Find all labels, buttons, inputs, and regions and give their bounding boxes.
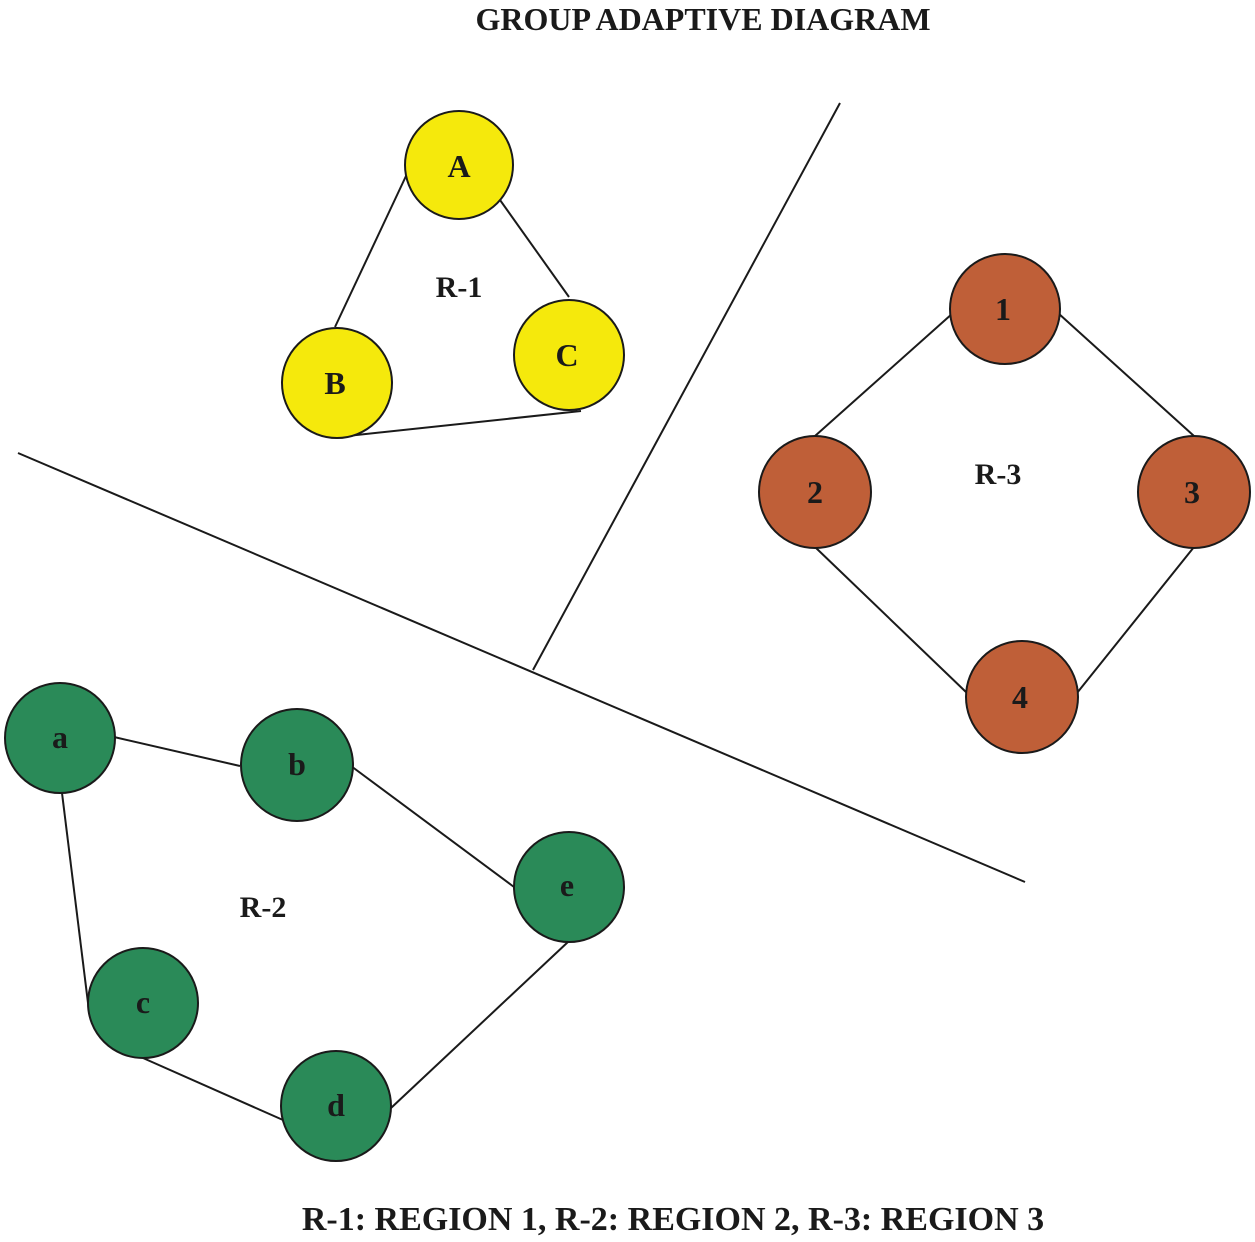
diagram-title: GROUP ADAPTIVE DIAGRAM bbox=[475, 1, 930, 37]
node-3-circle bbox=[1137, 435, 1251, 549]
node-2-label: 2 bbox=[807, 474, 823, 510]
region-3-edges bbox=[814, 312, 1195, 694]
node-c: c bbox=[87, 947, 199, 1059]
node-1-circle bbox=[949, 253, 1061, 365]
node-b: b bbox=[240, 708, 354, 822]
node-e-label: e bbox=[560, 867, 574, 903]
node-C: C bbox=[513, 299, 625, 411]
edge-B-C bbox=[337, 410, 582, 438]
node-4-label: 4 bbox=[1012, 679, 1028, 715]
region-divider-line-2 bbox=[17, 452, 1026, 883]
node-B: B bbox=[281, 327, 393, 439]
edge-A-B bbox=[334, 175, 407, 328]
region-legend: R-1: REGION 1, R-2: REGION 2, R-3: REGIO… bbox=[302, 1201, 1044, 1238]
region-2-label: R-2 bbox=[240, 891, 287, 924]
node-c-label: c bbox=[136, 984, 150, 1020]
node-4-circle bbox=[965, 640, 1079, 754]
edge-1-2 bbox=[814, 312, 954, 437]
edge-a-c bbox=[61, 792, 89, 1004]
node-d: d bbox=[280, 1050, 392, 1162]
edge-c-d bbox=[142, 1057, 284, 1121]
node-1: 1 bbox=[949, 253, 1061, 365]
node-2-circle bbox=[758, 435, 872, 549]
node-a-label: a bbox=[52, 719, 68, 755]
node-e: e bbox=[513, 831, 625, 943]
node-C-label: C bbox=[555, 337, 578, 373]
node-C-circle bbox=[513, 299, 625, 411]
node-d-circle bbox=[280, 1050, 392, 1162]
region-1-label: R-1 bbox=[436, 271, 483, 304]
node-b-circle bbox=[240, 708, 354, 822]
node-B-label: B bbox=[324, 365, 345, 401]
region-2-nodes: a b e c d bbox=[4, 682, 625, 1162]
region-3-label: R-3 bbox=[975, 458, 1022, 491]
region-1-nodes: A B C bbox=[281, 110, 625, 439]
region-divider-line-1 bbox=[532, 102, 841, 671]
node-a: a bbox=[4, 682, 116, 794]
node-A-label: A bbox=[447, 148, 470, 184]
region-3-nodes: 1 2 3 4 bbox=[758, 253, 1251, 754]
node-b-label: b bbox=[288, 746, 306, 782]
edge-d-e bbox=[390, 940, 570, 1109]
node-2: 2 bbox=[758, 435, 872, 549]
region-1-edges bbox=[334, 175, 582, 438]
edge-b-e bbox=[350, 765, 515, 888]
node-B-circle bbox=[281, 327, 393, 439]
node-c-circle bbox=[87, 947, 199, 1059]
node-A: A bbox=[404, 110, 514, 220]
edge-A-C bbox=[499, 199, 570, 298]
edge-2-4 bbox=[814, 546, 968, 694]
node-1-label: 1 bbox=[995, 291, 1011, 327]
node-3: 3 bbox=[1137, 435, 1251, 549]
edge-a-b bbox=[113, 736, 241, 767]
edge-3-4 bbox=[1076, 546, 1195, 694]
node-a-circle bbox=[4, 682, 116, 794]
edge-1-3 bbox=[1057, 312, 1195, 437]
node-e-circle bbox=[513, 831, 625, 943]
node-3-label: 3 bbox=[1184, 474, 1200, 510]
node-4: 4 bbox=[965, 640, 1079, 754]
node-A-circle bbox=[404, 110, 514, 220]
node-d-label: d bbox=[327, 1087, 345, 1123]
region-2-edges bbox=[61, 736, 570, 1121]
